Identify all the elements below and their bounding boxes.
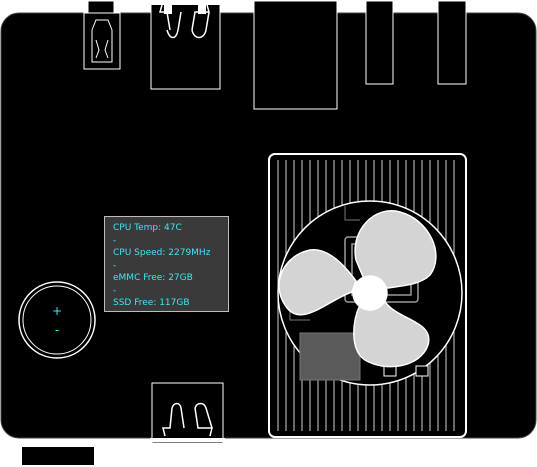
power-button-icon[interactable]: [18, 281, 96, 359]
separator-text: -: [113, 285, 117, 296]
cpu-temp-text: CPU Temp: 47C: [113, 223, 182, 233]
fan-icon: [278, 210, 437, 368]
heatsink: [268, 153, 467, 438]
dc-power-port[interactable]: [437, 0, 467, 85]
usb-a-port-bottom[interactable]: [150, 382, 225, 444]
power-minus-label: -: [54, 323, 60, 337]
power-plus-label: +: [51, 304, 63, 318]
ssd-free-text: SSD Free: 117GB: [113, 298, 190, 308]
usb-a-port-top[interactable]: [150, 0, 221, 90]
usb-c-port[interactable]: [83, 0, 121, 70]
cpu-speed-text: CPU Speed: 2279MHz: [113, 248, 211, 258]
footer-label: [22, 447, 94, 465]
system-stats-panel: CPU Temp: 47C - CPU Speed: 2279MHz - eMM…: [104, 216, 229, 312]
separator-text: -: [113, 260, 117, 271]
hdmi-port[interactable]: [253, 0, 338, 110]
audio-jack-port[interactable]: [365, 0, 394, 85]
separator-text: -: [113, 235, 117, 246]
emmc-free-text: eMMC Free: 27GB: [113, 273, 193, 283]
